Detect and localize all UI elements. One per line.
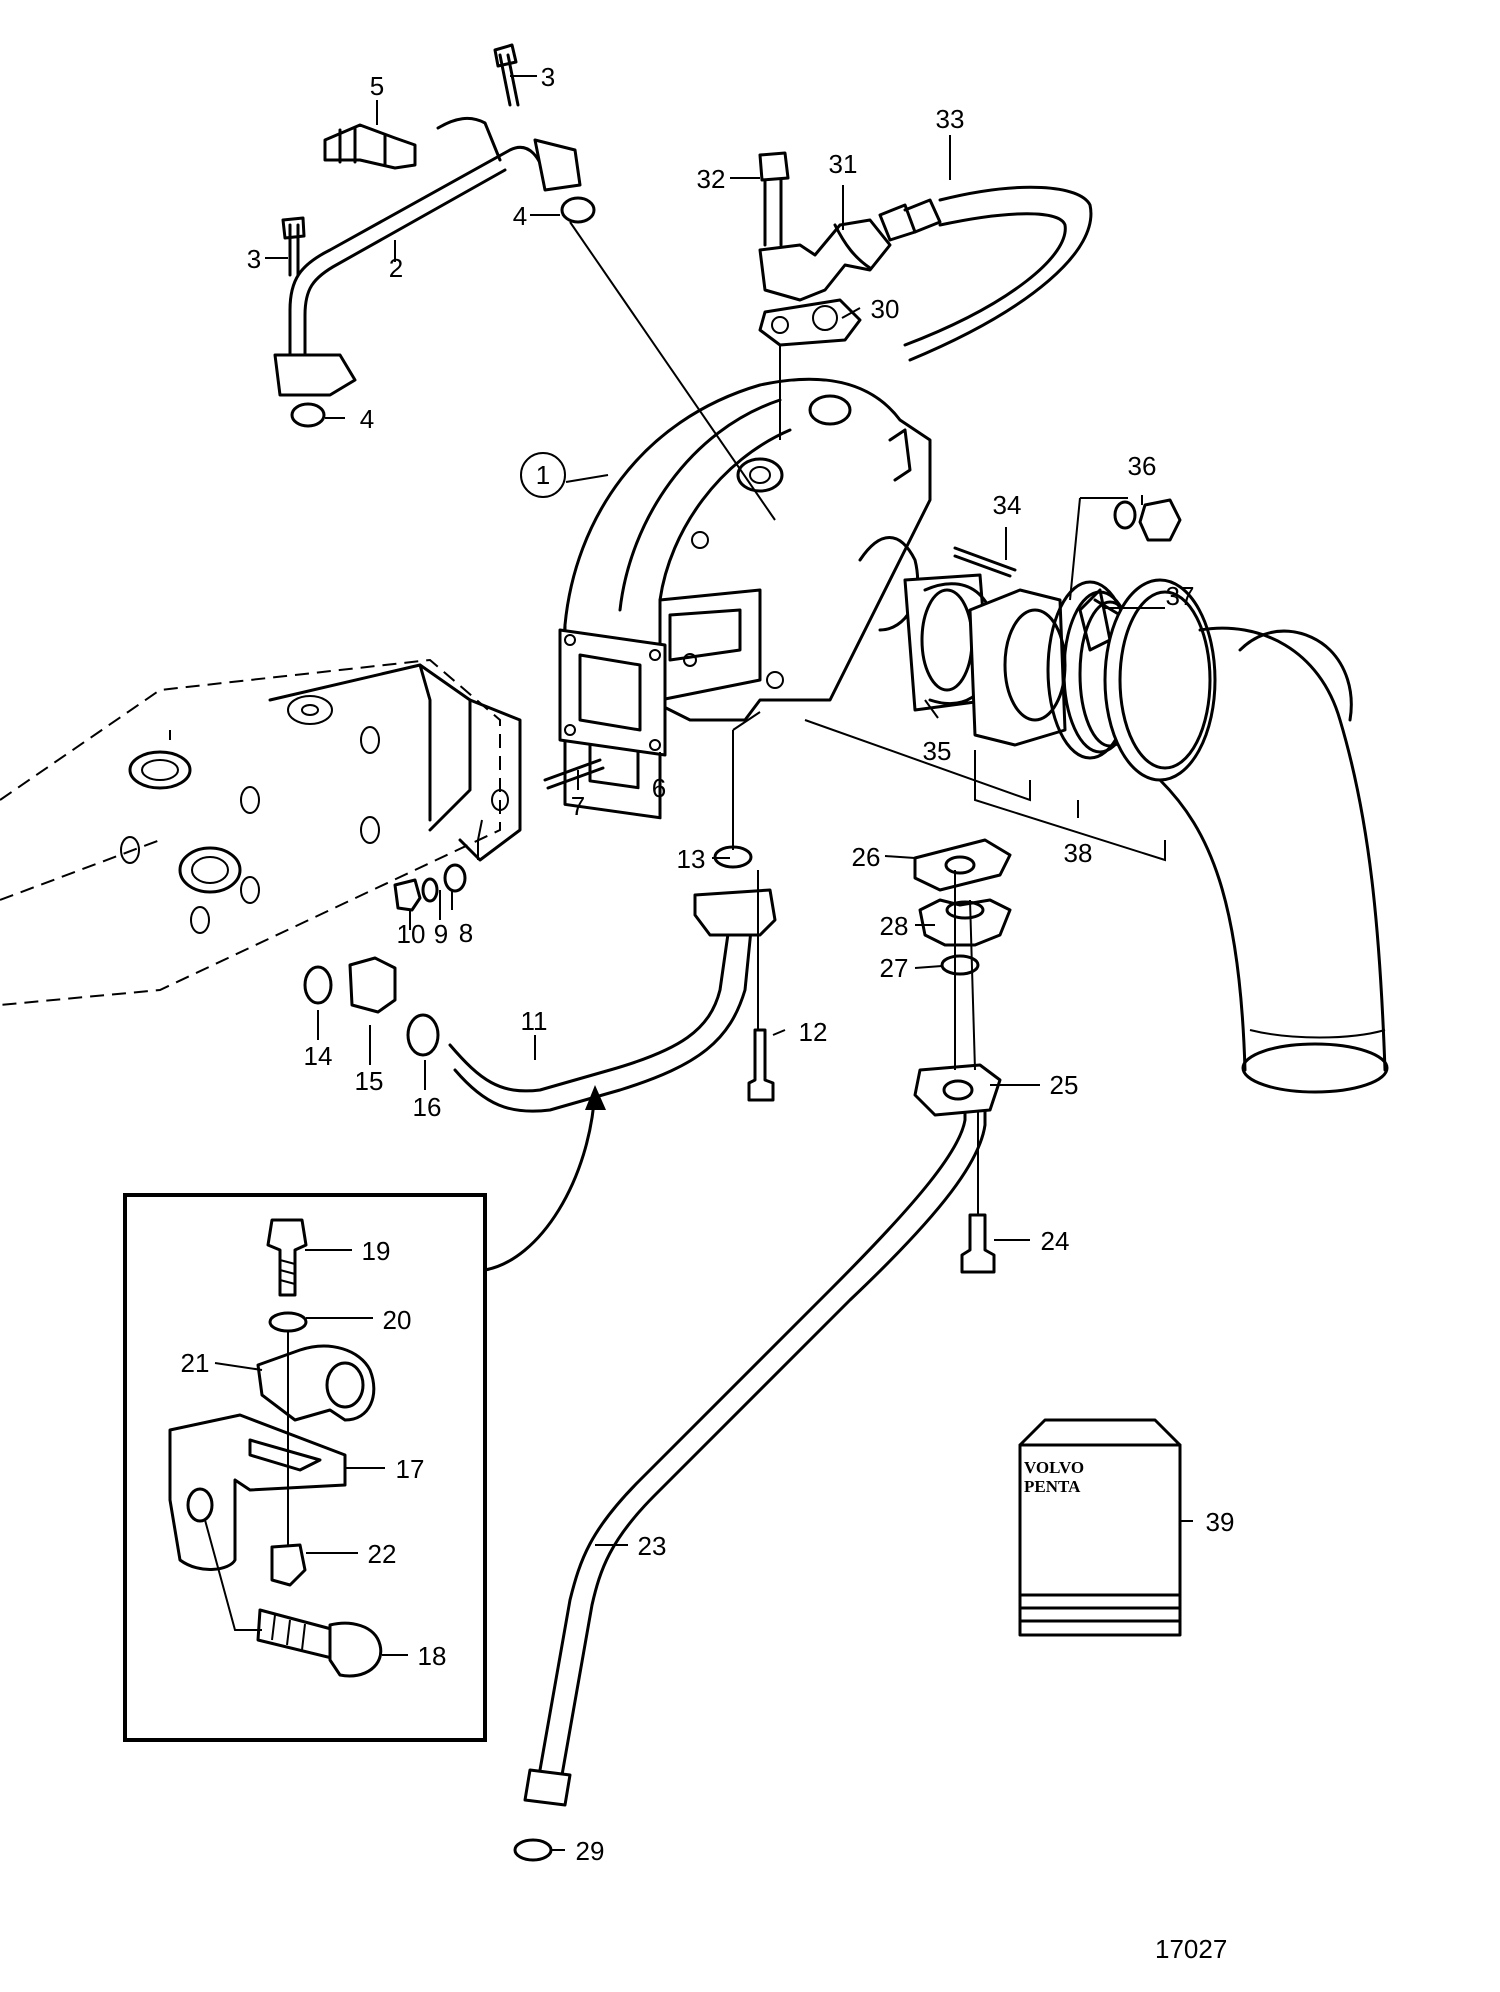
inset-contents	[168, 1218, 383, 1678]
inset-arrow-head	[585, 1085, 606, 1110]
callout-9: 9	[434, 919, 448, 949]
bolt-3-lower	[281, 216, 306, 277]
o-ring-27	[940, 954, 980, 976]
pipe-11	[448, 888, 777, 1113]
callout-31: 31	[829, 149, 858, 179]
callout-10: 10	[397, 919, 426, 949]
washer-4-lower	[290, 402, 326, 428]
oil-pipe-2	[273, 116, 582, 397]
callout-2: 2	[389, 253, 403, 283]
callout-4-upper: 4	[513, 201, 527, 231]
stud-7	[543, 758, 605, 790]
lock-washer-9	[421, 877, 439, 903]
callout-13: 13	[677, 844, 706, 874]
elbow-31	[758, 218, 892, 302]
callout-29: 29	[576, 1836, 605, 1866]
inset-frame	[123, 1193, 487, 1742]
callout-39: 39	[1206, 1507, 1235, 1537]
callout-12: 12	[799, 1017, 828, 1047]
gasket-6	[558, 628, 667, 757]
callout-23: 23	[638, 1531, 667, 1561]
clip-28	[918, 898, 1012, 947]
bolt-24	[960, 1213, 996, 1274]
callout-19: 19	[362, 1236, 391, 1266]
callout-16: 16	[413, 1092, 442, 1122]
stud-34	[953, 546, 1017, 578]
callout-21: 21	[181, 1348, 210, 1378]
bracket-17	[168, 1413, 347, 1571]
exhaust-manifold-drawing	[0, 658, 522, 1006]
pipe-23	[523, 1063, 1002, 1807]
callout-3-lower: 3	[247, 244, 261, 274]
callout-27: 27	[880, 953, 909, 983]
nut-36	[1138, 498, 1182, 542]
callout-20: 20	[383, 1305, 412, 1335]
gasket-30	[758, 298, 862, 347]
callout-37: 37	[1166, 581, 1195, 611]
bolt-32	[758, 151, 790, 247]
callout-4-lower: 4	[360, 404, 374, 434]
callout-3-upper: 3	[541, 62, 555, 92]
book-title-line-1: VOLVO	[1024, 1458, 1084, 1477]
callout-33: 33	[936, 104, 965, 134]
clip-21	[256, 1344, 376, 1422]
bolt-19	[266, 1218, 308, 1297]
inset-arrow	[483, 1088, 597, 1272]
manual-39: VOLVO PENTA	[1018, 1418, 1182, 1637]
callout-14: 14	[304, 1041, 333, 1071]
nut-10	[393, 878, 422, 912]
seal-16	[406, 1013, 440, 1057]
washer-8	[443, 863, 467, 893]
nut-22	[270, 1543, 307, 1587]
washer-36	[1113, 500, 1137, 530]
callout-22: 22	[368, 1539, 397, 1569]
callout-32: 32	[697, 164, 726, 194]
washer-29	[513, 1838, 553, 1862]
washer-20	[268, 1311, 308, 1333]
callout-18: 18	[418, 1641, 447, 1671]
turbo-housing	[558, 377, 932, 820]
book-title-line-2: PENTA	[1024, 1477, 1081, 1496]
callout-circle-1	[520, 452, 566, 498]
callout-7: 7	[571, 791, 585, 821]
hose-33	[878, 185, 1093, 362]
seal-14	[303, 965, 333, 1005]
callout-26: 26	[852, 842, 881, 872]
adapter-flange	[968, 588, 1067, 747]
callout-17: 17	[396, 1454, 425, 1484]
bolt-3-upper	[493, 43, 520, 107]
washer-4-upper	[560, 196, 596, 224]
callout-36: 36	[1128, 451, 1157, 481]
exhaust-elbow	[1103, 578, 1389, 1094]
bolt-12	[747, 1028, 775, 1102]
callout-34: 34	[993, 490, 1022, 520]
leader-lines	[204, 75, 1193, 1851]
callout-11: 11	[521, 1006, 548, 1036]
callout-6: 6	[652, 773, 666, 803]
callout-24: 24	[1041, 1226, 1070, 1256]
drawing-number: 17027	[1155, 1934, 1227, 1964]
callout-1: 1	[536, 460, 550, 490]
fitting-5	[323, 123, 417, 170]
callout-38: 38	[1064, 838, 1093, 868]
callout-30: 30	[871, 294, 900, 324]
callout-labels: 1 2 3 3 4 4 5 6 7 8 9 10 11 12 13 14 15 …	[181, 62, 1235, 1866]
bolt-18	[256, 1608, 383, 1678]
callout-28: 28	[880, 911, 909, 941]
callout-35: 35	[923, 736, 952, 766]
callout-8: 8	[459, 918, 473, 948]
flange-26	[913, 838, 1012, 892]
callout-5: 5	[370, 71, 384, 101]
fitting-15	[348, 956, 397, 1014]
callout-25: 25	[1050, 1070, 1079, 1100]
callout-15: 15	[355, 1066, 384, 1096]
